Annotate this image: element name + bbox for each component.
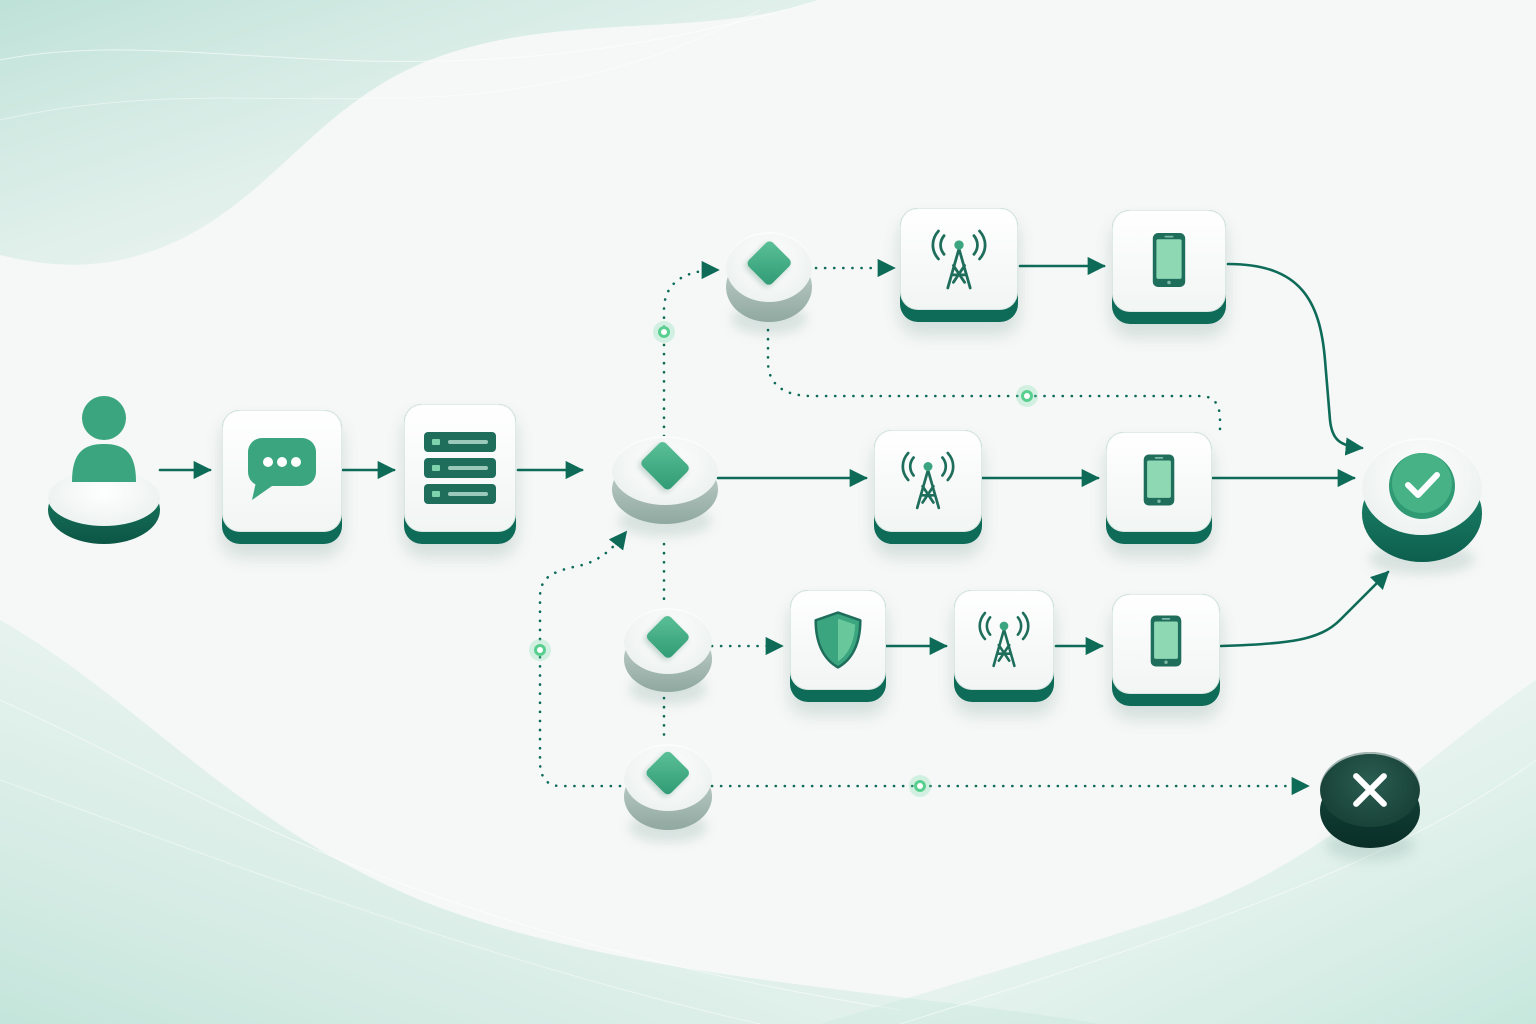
phone-top-card[interactable] [1112, 210, 1226, 324]
router-lower-node[interactable] [624, 608, 712, 704]
wave-bottom-left-line-1 [0, 699, 901, 1011]
connector-dot-upper [653, 321, 675, 343]
user-icon [72, 396, 136, 482]
message-card[interactable] [222, 410, 342, 544]
router-top-node[interactable] [726, 232, 812, 334]
cell-tower-icon [978, 611, 1030, 668]
edge-router-to-router-top [662, 260, 720, 438]
wave-top-left-line-1 [0, 0, 821, 62]
user-node[interactable] [48, 392, 160, 544]
tower-top-card[interactable] [900, 208, 1018, 322]
edge-phone-low-to-success [1219, 570, 1390, 648]
chat-bubble-icon [248, 438, 316, 500]
smartphone-icon [1143, 454, 1175, 506]
server-stack-icon [424, 432, 496, 504]
connector-dot-middle [1016, 385, 1038, 407]
tower-mid-card[interactable] [874, 430, 982, 544]
router-bottom-node[interactable] [624, 744, 712, 842]
connector-dot-bottom [909, 775, 931, 797]
edge-router-bottom-to-router-main [538, 530, 628, 788]
wave-bottom-left [0, 620, 1100, 1024]
shield-icon [814, 611, 862, 669]
failure-node[interactable] [1320, 752, 1420, 860]
shield-card[interactable] [790, 590, 886, 702]
edge-router-top-to-phone-mid [766, 328, 1222, 434]
wave-bottom-right-line [899, 759, 1536, 1024]
checkmark-icon [1389, 453, 1455, 519]
router-main-node[interactable] [612, 436, 718, 536]
wave-bottom-right [820, 680, 1536, 1024]
smartphone-icon [1150, 615, 1182, 667]
phone-mid-card[interactable] [1106, 432, 1212, 544]
cell-tower-icon [901, 451, 955, 510]
edge-phone-top-to-success [1226, 262, 1364, 456]
smartphone-icon [1152, 233, 1186, 287]
wave-bottom-left-line-2 [0, 779, 761, 1024]
connector-dot-left [529, 639, 551, 661]
cell-tower-icon [931, 229, 987, 290]
phone-low-card[interactable] [1112, 594, 1220, 706]
close-icon [1353, 773, 1387, 807]
wave-top-left-line-2 [0, 9, 761, 121]
server-card[interactable] [404, 404, 516, 544]
tower-low-card[interactable] [954, 590, 1054, 702]
success-node[interactable] [1362, 438, 1482, 574]
wave-top-left [0, 0, 820, 265]
